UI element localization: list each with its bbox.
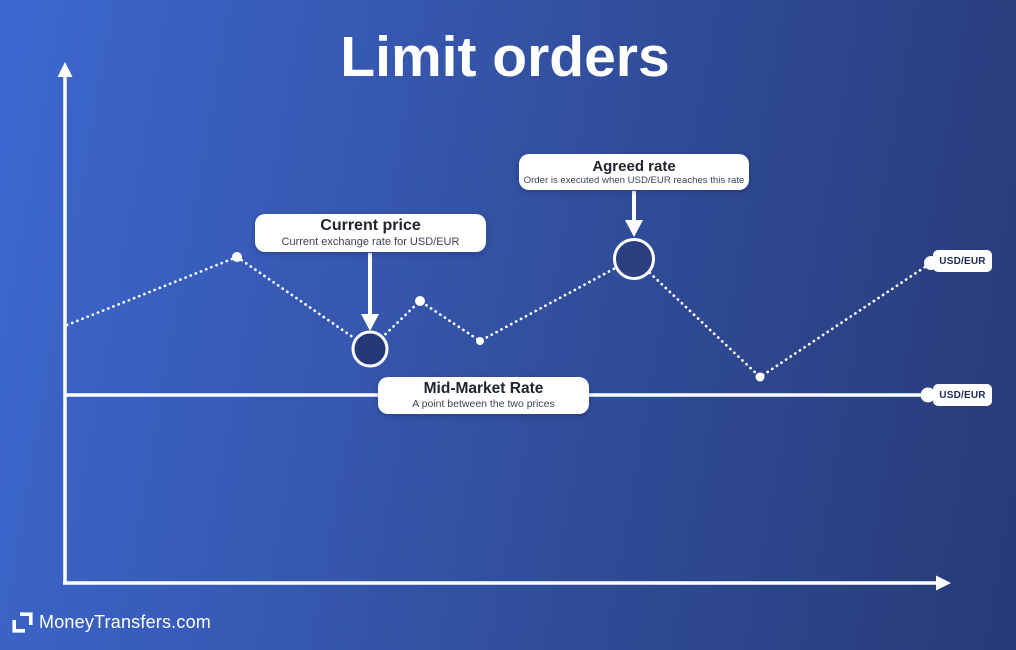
agreed-rate-subtitle: Order is executed when USD/EUR reaches t… [523, 174, 745, 186]
x-axis [63, 575, 951, 591]
mid-market-line-badge: USD/EUR [933, 384, 992, 406]
current-price-marker [351, 330, 389, 368]
current-price-title: Current price [320, 217, 421, 235]
moneytransfers-logo-icon [12, 612, 33, 633]
brand-name: MoneyTransfers.com [39, 612, 211, 632]
data-point-dots [232, 252, 938, 382]
current-price-arrow [361, 253, 379, 331]
agreed-rate-marker [613, 238, 655, 280]
mid-market-subtitle: A point between the two prices [412, 398, 555, 411]
page-title: Limit orders [340, 25, 670, 89]
mid-market-title: Mid-Market Rate [423, 380, 544, 398]
mid-market-callout: Mid-Market Rate A point between the two … [378, 377, 589, 414]
agreed-rate-title: Agreed rate [592, 157, 676, 175]
current-price-callout: Current price Current exchange rate for … [255, 214, 486, 252]
rate-dotted-line [65, 255, 933, 379]
y-axis [57, 62, 73, 584]
agreed-rate-callout: Agreed rate Order is executed when USD/E… [519, 154, 749, 190]
footer-brand: MoneyTransfers.com [12, 612, 211, 633]
rate-line-badge: USD/EUR [933, 250, 992, 272]
current-price-subtitle: Current exchange rate for USD/EUR [281, 235, 460, 248]
agreed-rate-arrow [625, 191, 643, 237]
